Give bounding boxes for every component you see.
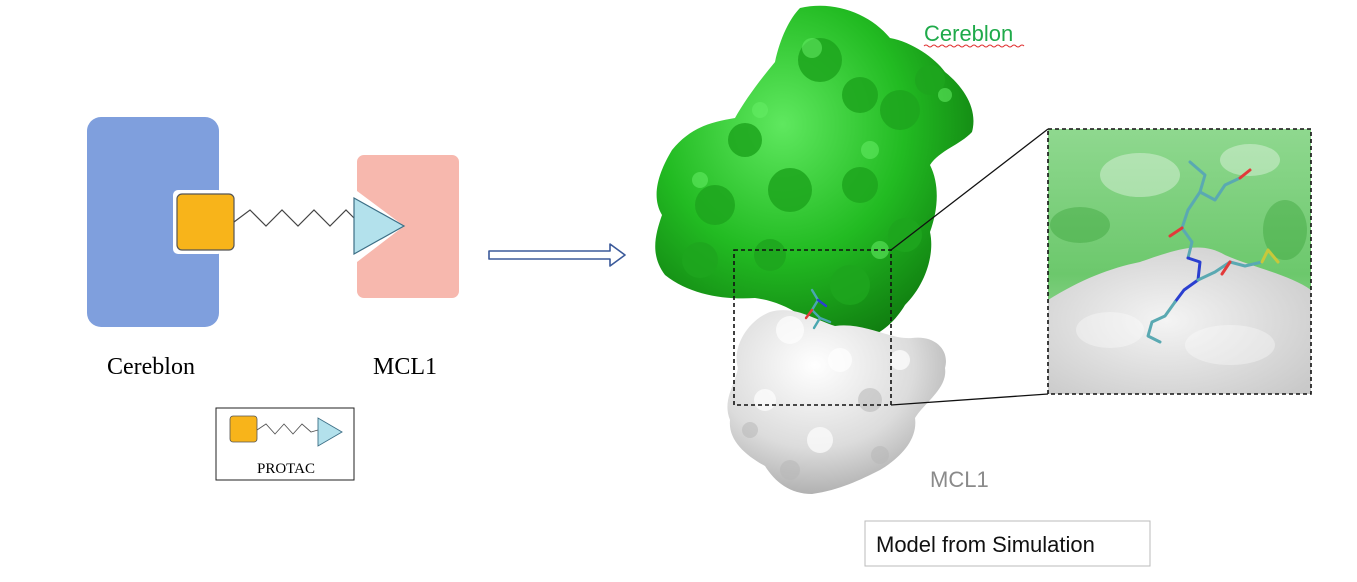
legend-square-icon bbox=[229, 415, 258, 443]
caption-box: Model from Simulation bbox=[864, 520, 1151, 567]
protac-legend: PROTAC bbox=[215, 407, 355, 481]
legend-label: PROTAC bbox=[257, 461, 315, 477]
mcl1-ligand-triangle bbox=[353, 196, 406, 256]
mcl1-surface bbox=[727, 310, 946, 494]
caption-text: Model from Simulation bbox=[876, 532, 1095, 557]
cereblon-ligand-square bbox=[176, 193, 235, 251]
zoom-region-box bbox=[733, 249, 892, 406]
mcl1-block bbox=[357, 155, 459, 298]
binding-site-inset bbox=[1047, 128, 1312, 395]
inset-ligand-sticks bbox=[1146, 160, 1280, 344]
legend-triangle-icon bbox=[317, 417, 343, 447]
protac-linker bbox=[233, 209, 355, 227]
mcl1-schematic-label: MCL1 bbox=[373, 354, 437, 380]
mcl1-model-label: MCL1 bbox=[930, 467, 989, 492]
cereblon-schematic-label: Cereblon bbox=[107, 354, 195, 380]
spellcheck-underline bbox=[923, 44, 1025, 48]
zoom-leader-line-top bbox=[890, 128, 1049, 251]
protac-ligand-sticks bbox=[804, 288, 832, 330]
legend-linker-icon bbox=[256, 423, 319, 435]
zoom-leader-line-bottom bbox=[890, 393, 1049, 406]
transition-arrow-icon bbox=[488, 243, 626, 267]
cereblon-surface bbox=[655, 5, 974, 346]
cereblon-model-label: Cereblon bbox=[924, 21, 1013, 46]
